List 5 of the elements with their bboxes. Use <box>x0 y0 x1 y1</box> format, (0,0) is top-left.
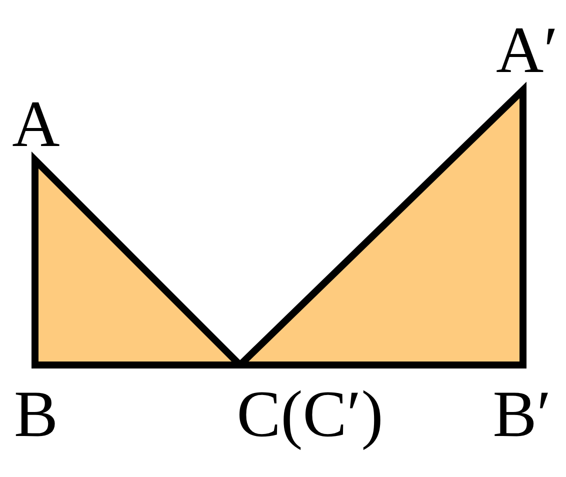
vertex-label: A <box>12 92 60 158</box>
vertex-label: C(C′) <box>236 382 384 448</box>
vertex-label: A′ <box>496 18 558 84</box>
vertex-label: B′ <box>492 382 552 448</box>
vertex-label: B <box>14 382 58 448</box>
